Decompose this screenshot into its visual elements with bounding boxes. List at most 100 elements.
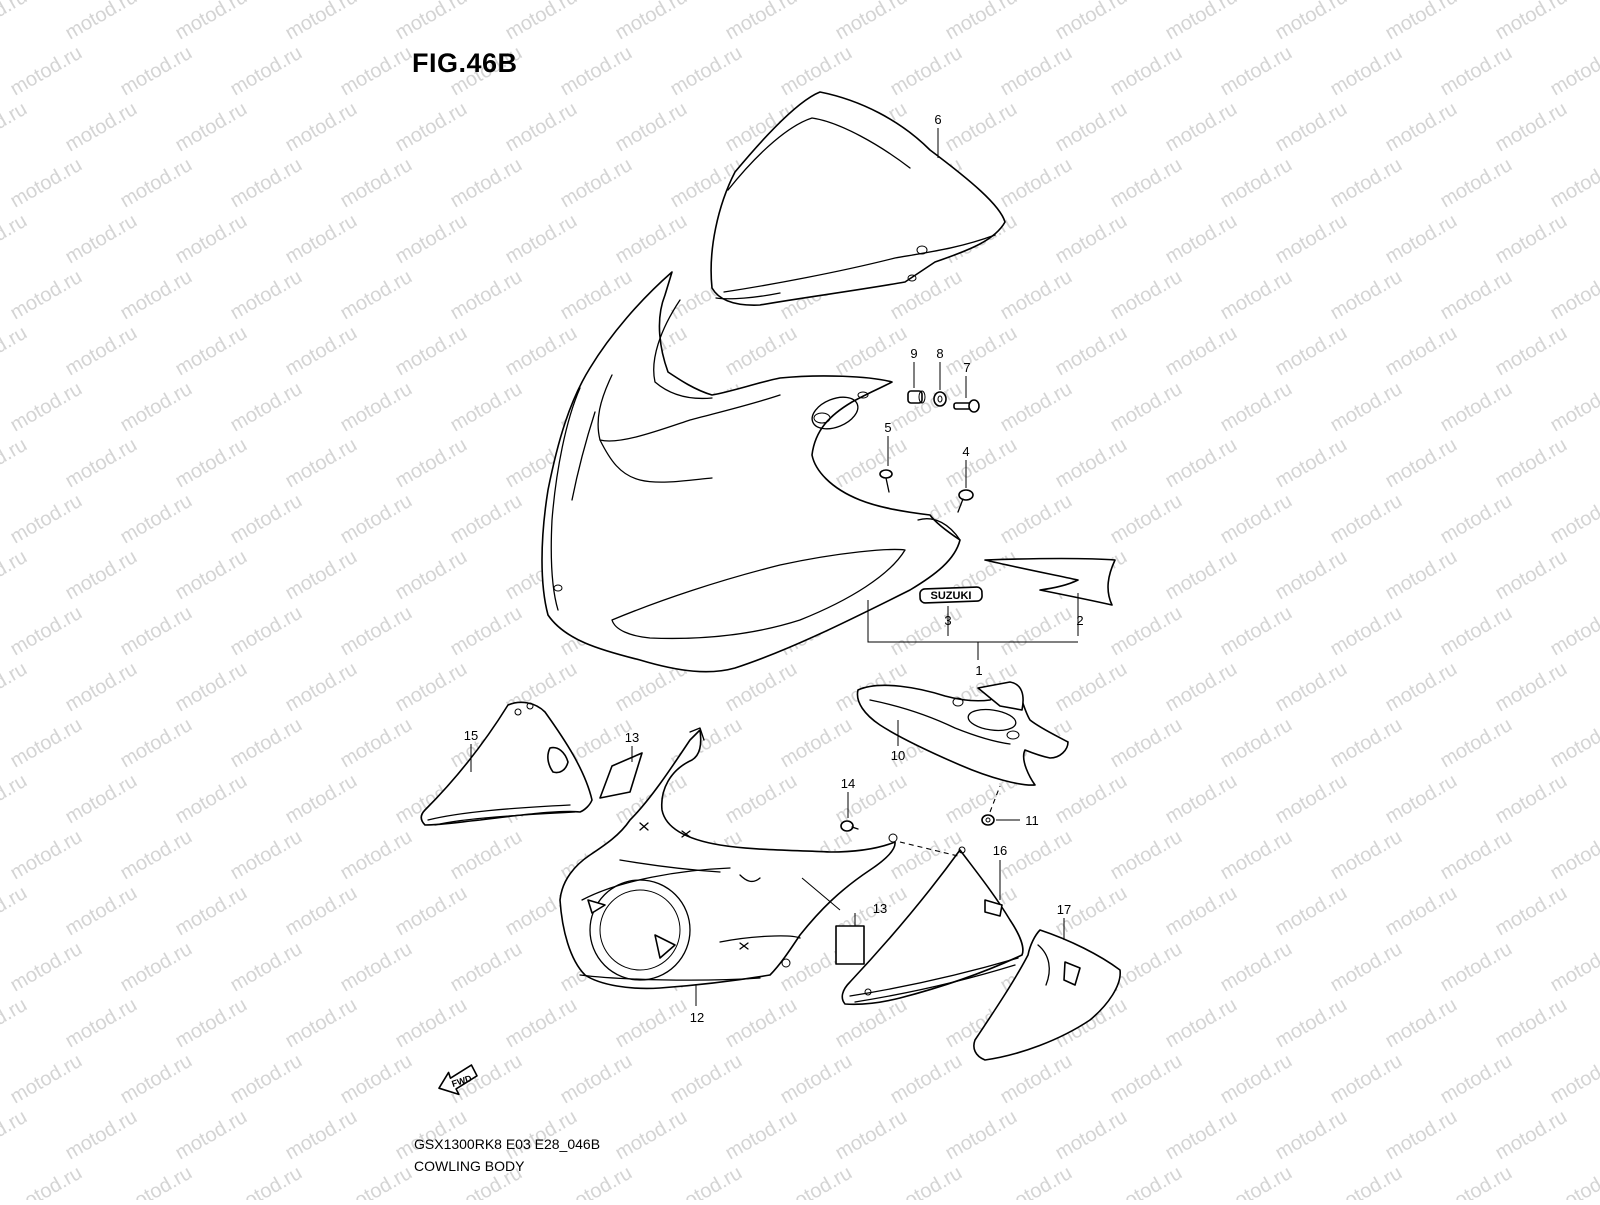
watermark-text: motod.ru	[1217, 490, 1296, 549]
watermark-text: motod.ru	[942, 1106, 1021, 1165]
watermark-text: motod.ru	[337, 938, 416, 997]
watermark-text: motod.ru	[1272, 770, 1351, 829]
watermark-text: motod.ru	[0, 434, 31, 493]
watermark-text: motod.ru	[1107, 602, 1186, 661]
watermark-text: motod.ru	[282, 0, 361, 44]
callout-16: 16	[993, 843, 1007, 858]
watermark-text: motod.ru	[1052, 770, 1131, 829]
watermark-text: motod.ru	[887, 42, 966, 101]
watermark-text: motod.ru	[1437, 826, 1516, 885]
watermark-text: motod.ru	[1437, 714, 1516, 773]
watermark-text: motod.ru	[337, 602, 416, 661]
watermark-text: motod.ru	[832, 322, 911, 381]
watermark-text: motod.ru	[337, 714, 416, 773]
watermark-text: motod.ru	[0, 658, 31, 717]
washer-8	[934, 392, 946, 406]
watermark-text: motod.ru	[1272, 322, 1351, 381]
watermark-text: motod.ru	[1107, 714, 1186, 773]
watermark-text: motod.ru	[887, 1162, 966, 1200]
watermark-text: motod.ru	[502, 994, 581, 1053]
watermark-text: motod.ru	[1382, 994, 1461, 1053]
watermark-text: motod.ru	[62, 434, 141, 493]
watermark-text: motod.ru	[1107, 938, 1186, 997]
watermark-text: motod.ru	[1107, 1162, 1186, 1200]
watermark-text: motod.ru	[172, 546, 251, 605]
callout-2: 2	[1076, 613, 1083, 628]
watermark-text: motod.ru	[0, 0, 31, 44]
watermark-text: motod.ru	[942, 0, 1021, 44]
watermark-text: motod.ru	[282, 770, 361, 829]
watermark-text: motod.ru	[172, 434, 251, 493]
watermark-text: motod.ru	[667, 42, 746, 101]
watermark-text: motod.ru	[447, 490, 526, 549]
watermark-text: motod.ru	[117, 266, 196, 325]
callout-14: 14	[841, 776, 855, 791]
watermark-text: motod.ru	[172, 994, 251, 1053]
watermark-text: motod.ru	[1547, 714, 1600, 773]
watermark-text: motod.ru	[1547, 1050, 1600, 1109]
watermark-text: motod.ru	[282, 546, 361, 605]
watermark-text: motod.ru	[1382, 658, 1461, 717]
watermark-text: motod.ru	[1327, 714, 1406, 773]
watermark-text: motod.ru	[887, 1050, 966, 1109]
watermark-text: motod.ru	[997, 1050, 1076, 1109]
screw-11	[982, 815, 994, 825]
watermark-text: motod.ru	[337, 1162, 416, 1200]
watermark-text: motod.ru	[1382, 882, 1461, 941]
watermark-text: motod.ru	[7, 1050, 86, 1109]
watermark-text: motod.ru	[392, 434, 471, 493]
watermark-text: motod.ru	[1272, 1106, 1351, 1165]
watermark-text: motod.ru	[1217, 42, 1296, 101]
watermark-text: motod.ru	[722, 994, 801, 1053]
watermark-text: motod.ru	[7, 490, 86, 549]
watermark-text: motod.ru	[1492, 98, 1571, 157]
callout-12: 12	[690, 1010, 704, 1025]
watermark-text: motod.ru	[1107, 154, 1186, 213]
watermark-text: motod.ru	[447, 154, 526, 213]
watermark-text: motod.ru	[1327, 378, 1406, 437]
watermark-text: motod.ru	[0, 322, 31, 381]
watermark-text: motod.ru	[1492, 994, 1571, 1053]
watermark-text: motod.ru	[447, 938, 526, 997]
watermark-text: motod.ru	[282, 1106, 361, 1165]
watermark-text: motod.ru	[557, 266, 636, 325]
watermark-text: motod.ru	[1052, 434, 1131, 493]
watermark-text: motod.ru	[1327, 266, 1406, 325]
callout-5: 5	[884, 420, 891, 435]
watermark-text: motod.ru	[62, 658, 141, 717]
watermark-text: motod.ru	[1217, 602, 1296, 661]
watermark-text: motod.ru	[7, 154, 86, 213]
watermark-text: motod.ru	[722, 0, 801, 44]
watermark-text: motod.ru	[337, 1050, 416, 1109]
watermark-text: motod.ru	[1272, 882, 1351, 941]
watermark-text: motod.ru	[1327, 154, 1406, 213]
callout-17: 17	[1057, 902, 1071, 917]
watermark-text: motod.ru	[0, 546, 31, 605]
watermark-text: motod.ru	[1547, 490, 1600, 549]
watermark-text: motod.ru	[172, 0, 251, 44]
watermark-text: motod.ru	[997, 266, 1076, 325]
watermark-text: motod.ru	[1437, 154, 1516, 213]
watermark-text: motod.ru	[337, 826, 416, 885]
watermark-text: motod.ru	[1272, 994, 1351, 1053]
suzuki-emblem-text: SUZUKI	[931, 590, 972, 602]
watermark-text: motod.ru	[997, 154, 1076, 213]
watermark-text: motod.ru	[502, 322, 581, 381]
watermark-text: motod.ru	[1162, 546, 1241, 605]
watermark-text: motod.ru	[1437, 490, 1516, 549]
figure-title: FIG.46B	[412, 48, 518, 79]
watermark-text: motod.ru	[1107, 826, 1186, 885]
watermark-text: motod.ru	[1327, 1162, 1406, 1200]
watermark-text: motod.ru	[117, 42, 196, 101]
watermark-text: motod.ru	[392, 658, 471, 717]
watermark-text: motod.ru	[282, 658, 361, 717]
callout-10: 10	[891, 748, 905, 763]
watermark-text: motod.ru	[777, 714, 856, 773]
watermark-text: motod.ru	[1382, 546, 1461, 605]
watermark-text: motod.ru	[1217, 1162, 1296, 1200]
watermark-text: motod.ru	[117, 490, 196, 549]
watermark-text: motod.ru	[7, 266, 86, 325]
watermark-text: motod.ru	[1327, 1050, 1406, 1109]
watermark-text: motod.ru	[1052, 98, 1131, 157]
